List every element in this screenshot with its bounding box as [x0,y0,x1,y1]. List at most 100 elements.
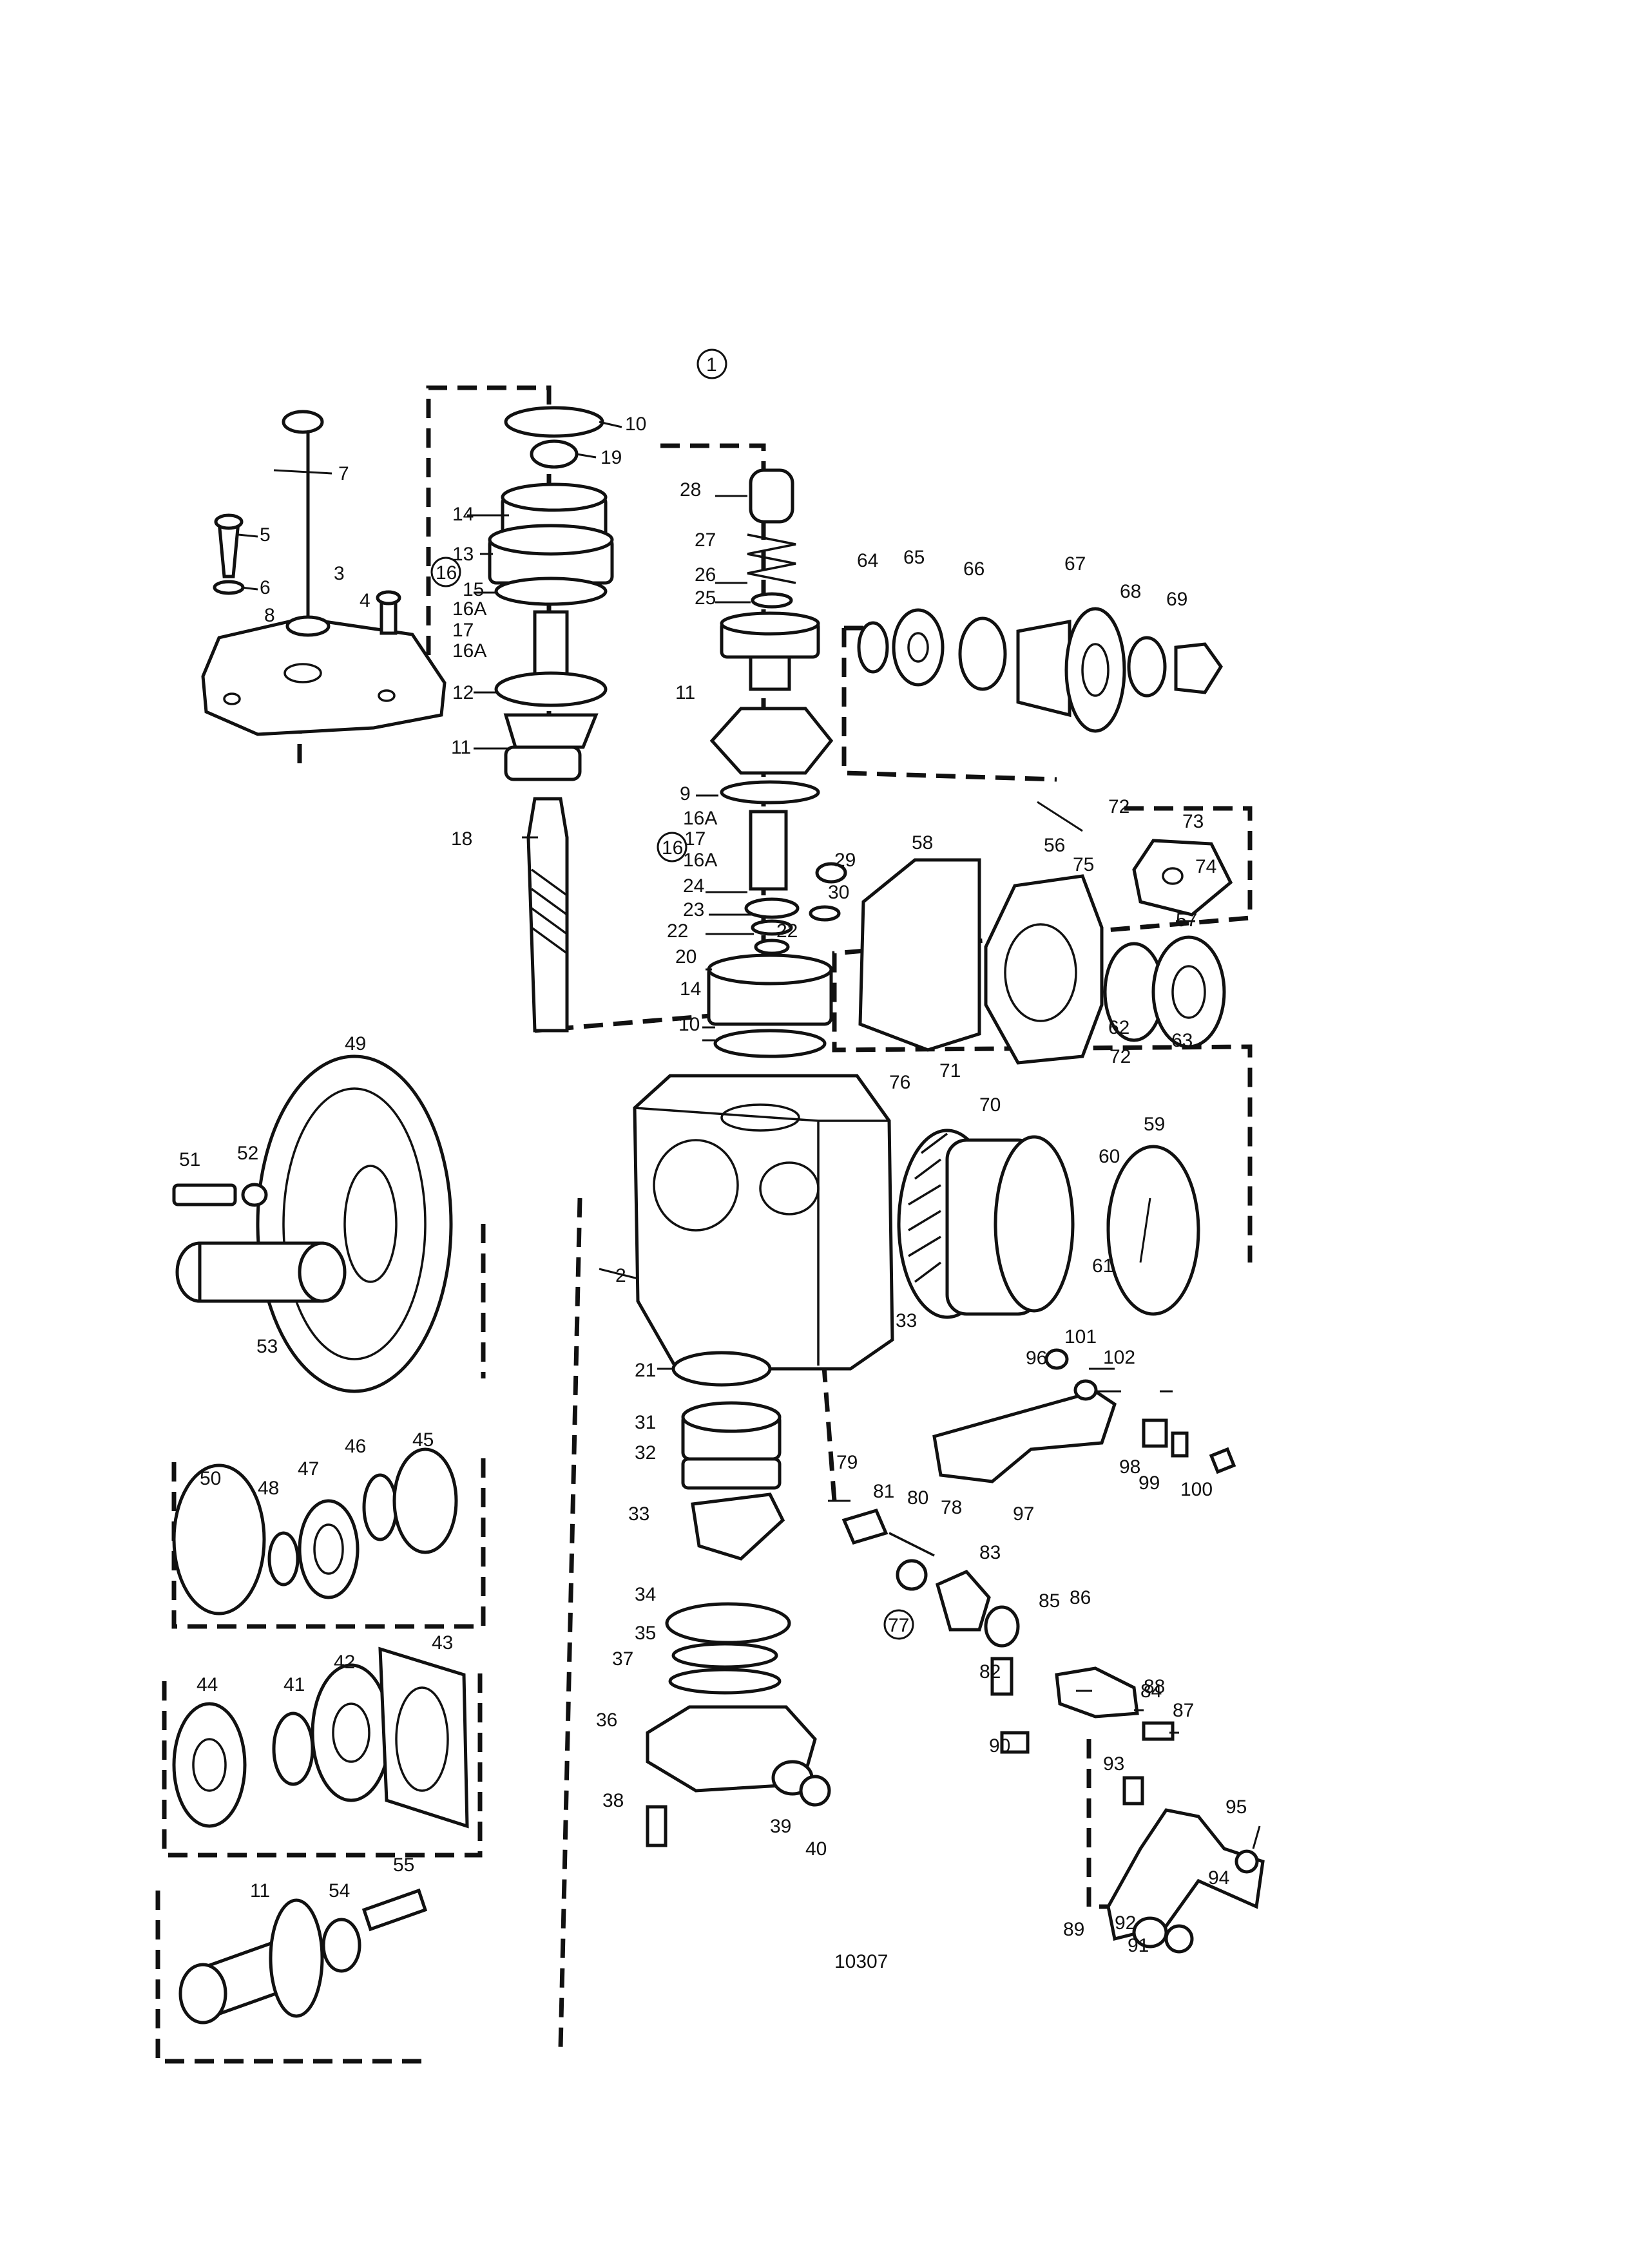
callout-5: 5 [260,524,271,546]
callout-9: 9 [680,783,691,805]
callout-96: 96 [1026,1348,1047,1369]
callout-32: 32 [635,1442,656,1463]
callout-95: 95 [1225,1796,1247,1818]
callout-56: 56 [1044,835,1065,856]
callout-47: 47 [298,1458,319,1480]
callout-7: 7 [338,463,349,484]
callout-66: 66 [963,558,985,580]
callout-75: 75 [1073,854,1094,875]
callout-26: 26 [695,564,716,586]
callout-10-mid: 10 [678,1014,700,1035]
callout-70: 70 [979,1094,1001,1116]
drawing-number: 10307 [834,1951,888,1972]
callout-33-right: 33 [896,1310,917,1331]
callout-36: 36 [596,1710,617,1731]
callout-14-mid: 14 [680,978,701,1000]
callout-38: 38 [602,1790,624,1811]
callout-76: 76 [889,1072,910,1093]
callout-14-top: 14 [452,504,474,525]
flywheel-housing [256,1054,453,1393]
shim-59 [1106,1145,1200,1316]
callout-80: 80 [907,1487,928,1509]
callout-52: 52 [237,1143,258,1164]
callout-20: 20 [675,946,697,967]
callout-50: 50 [200,1468,221,1489]
callout-19: 19 [601,447,622,468]
callout-circle-77 [883,1609,914,1640]
callout-64: 64 [857,550,878,571]
coupling-shaft [175,1241,347,1303]
callout-11-center: 11 [675,682,695,703]
callout-16-left: 16 [436,562,457,584]
gear-housing [633,1074,894,1371]
pinion-gear-11 [178,1888,428,2025]
callout-41: 41 [283,1674,305,1695]
bracket-96 [932,1348,1117,1483]
cover-plate [201,616,447,736]
callout-67: 67 [1064,553,1086,575]
callout-45: 45 [412,1429,434,1451]
callout-69: 69 [1166,589,1187,610]
callout-44: 44 [197,1674,218,1695]
callout-93: 93 [1103,1753,1124,1775]
pinion-stack [707,468,847,1058]
clips-98-100 [1142,1418,1236,1474]
callout-54: 54 [329,1880,350,1901]
callout-11-left: 11 [451,737,471,758]
callout-16a-2: 16A [452,640,486,662]
callout-83: 83 [979,1542,1001,1563]
callout-42: 42 [334,1652,355,1673]
callout-81: 81 [873,1481,894,1502]
callout-22-right: 22 [776,920,798,942]
callout-16a-3: 16A [683,808,717,829]
callout-27: 27 [695,529,716,551]
callout-12: 12 [452,682,474,703]
bolt-51 [172,1183,268,1207]
callout-25: 25 [695,587,716,609]
callout-89: 89 [1063,1919,1084,1940]
callout-98: 98 [1119,1456,1140,1478]
callout-46: 46 [345,1436,366,1457]
callout-78: 78 [941,1497,962,1518]
callout-1: 1 [706,354,717,376]
bottom-shaft-stack [646,1351,831,1847]
callout-43: 43 [432,1632,453,1653]
callout-84: 84 [1140,1681,1162,1702]
callout-circle-16-left [430,557,461,587]
callout-4: 4 [360,590,370,611]
callout-16a-1: 16A [452,598,486,620]
callout-16a-4: 16A [683,850,717,871]
callout-62: 62 [1108,1017,1129,1038]
callout-58: 58 [912,832,933,853]
callout-21: 21 [635,1360,656,1381]
callout-circle-1 [697,348,727,379]
bracket-72 [1132,839,1233,917]
callout-74: 74 [1195,856,1216,877]
callout-92: 92 [1115,1912,1136,1934]
callout-63: 63 [1171,1030,1193,1051]
callout-101: 101 [1064,1326,1097,1348]
callout-circle-16-center [657,832,687,862]
input-shaft-stack [488,406,614,1033]
callout-100: 100 [1180,1479,1213,1500]
lever-89 [1106,1776,1265,1954]
callout-85: 85 [1039,1590,1060,1612]
callout-33-bottom: 33 [628,1503,649,1525]
callout-72-top: 72 [1108,796,1129,817]
callout-16-center: 16 [662,837,683,859]
callout-59: 59 [1144,1114,1165,1135]
callout-34: 34 [635,1584,656,1605]
callout-49: 49 [345,1033,366,1054]
differential-gear [897,1129,1075,1319]
callout-71: 71 [939,1060,961,1082]
callout-60: 60 [1099,1146,1120,1167]
callout-29: 29 [834,850,856,871]
callout-48: 48 [258,1478,279,1499]
flange-stack [857,607,1224,733]
callout-102: 102 [1103,1347,1135,1368]
callout-23: 23 [683,899,704,920]
output-housing [858,858,1104,1065]
callout-2: 2 [615,1265,626,1286]
callout-51: 51 [179,1149,200,1170]
